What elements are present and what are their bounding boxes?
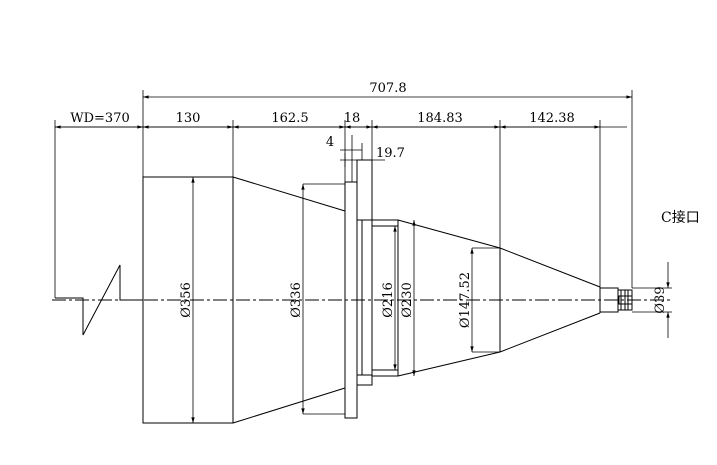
dim-wd: WD=370 <box>70 111 130 126</box>
dim-seg5: 142.38 <box>529 111 575 126</box>
rear-cone-bottom <box>397 351 501 377</box>
rear-cone-top <box>397 219 501 249</box>
dim-seg4: 184.83 <box>417 111 463 126</box>
dim-seg2: 162.5 <box>271 111 308 126</box>
dim-flange-thickness: 4 <box>326 135 334 150</box>
tail-cone-top <box>499 247 601 288</box>
front-barrel <box>142 176 234 424</box>
dim-seg3: 18 <box>344 111 361 126</box>
dim-seg1: 130 <box>176 111 201 126</box>
tail-cone-bottom <box>499 312 601 353</box>
front-cone-bottom <box>232 387 346 424</box>
dim-d39: Ø39 <box>653 286 668 313</box>
lens-body <box>142 159 633 424</box>
flange-top-boss <box>356 159 373 221</box>
diameter-dimensions: Ø356 Ø336 Ø216 Ø230 Ø147.52 Ø39 <box>179 177 672 424</box>
flange-bottom-boss <box>356 374 373 386</box>
dim-d216: Ø216 <box>381 282 396 317</box>
wd-break-symbol <box>55 264 143 336</box>
dim-d336: Ø336 <box>289 282 304 317</box>
dim-d356: Ø356 <box>179 282 194 317</box>
dim-d147: Ø147.52 <box>458 272 473 328</box>
dim-overall: 707.8 <box>369 81 406 96</box>
rear-barrel <box>371 219 399 377</box>
front-cone-top <box>232 176 346 212</box>
dim-flange-gap: 19.7 <box>376 146 405 161</box>
dim-d230: Ø230 <box>400 282 415 317</box>
c-mount-label: C接口 <box>661 209 700 226</box>
horizontal-dimensions: 707.8 WD=370 130 162.5 18 184.83 142.38 … <box>54 81 633 298</box>
